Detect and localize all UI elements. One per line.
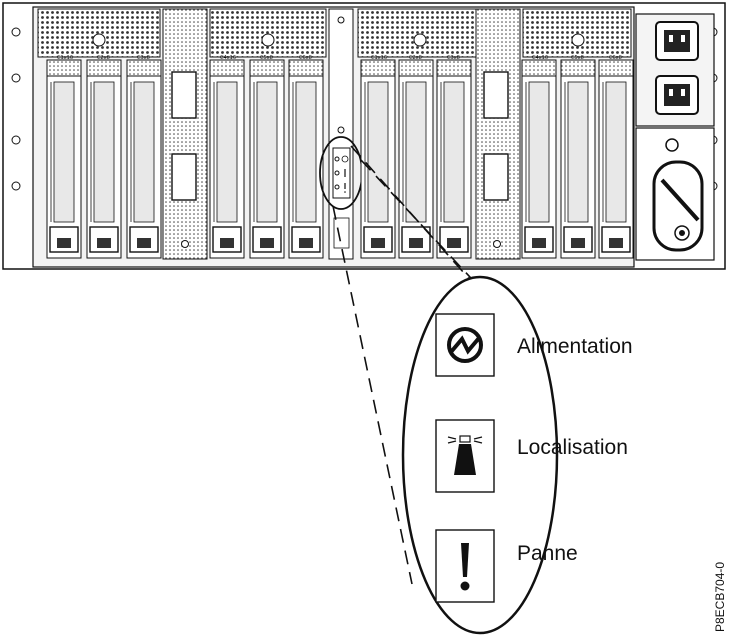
pcie-slot-label: C6x8	[299, 55, 312, 61]
pcie-slot-label: C2x8	[409, 55, 422, 61]
pcie-slot[interactable]: C2x8	[86, 55, 122, 259]
indicator-label-locate: Localisation	[517, 436, 628, 459]
right-io-module: C1x16 C2x8 C3x8 C4x16 C5x8 C6x8	[357, 8, 634, 260]
pcie-slot-label: C1x16	[57, 55, 73, 61]
indicator-label-power: Alimentation	[517, 335, 633, 358]
figure-id: P8ECB704-0	[713, 562, 727, 632]
io-port	[483, 153, 509, 201]
io-port	[483, 71, 509, 119]
led-detail: Alimentation Localisation Panne	[401, 275, 633, 635]
pcie-slot-header	[398, 59, 434, 77]
psu-handle	[652, 160, 704, 252]
pcie-slot[interactable]: C4x16	[209, 55, 245, 259]
mount-hole	[11, 135, 21, 145]
pcie-card-bay	[53, 81, 75, 223]
pcie-slot-header	[521, 59, 557, 77]
pcie-slot[interactable]: C6x8	[288, 55, 324, 259]
pcie-slot-label: C1x16	[371, 55, 387, 61]
pcie-slot-label: C5x8	[260, 55, 273, 61]
pcie-slot-header	[86, 59, 122, 77]
pcie-card-bay	[256, 81, 278, 223]
pcie-slot-label: C3x8	[137, 55, 150, 61]
pcie-slot-header	[46, 59, 82, 77]
pcie-slot-label: C5x8	[571, 55, 584, 61]
indicator-fault: Panne	[435, 529, 578, 603]
pcie-slot[interactable]: C2x8	[398, 55, 434, 259]
io-port	[171, 153, 197, 201]
fan-hub	[92, 33, 106, 47]
fault-exclamation-icon	[460, 543, 470, 591]
pcie-card-bay	[216, 81, 238, 223]
pcie-card-bay	[295, 81, 317, 223]
pcie-slot-header	[598, 59, 634, 77]
mount-hole	[11, 27, 21, 37]
pcie-card-bay	[605, 81, 627, 223]
pcie-slot[interactable]: C5x8	[249, 55, 285, 259]
indicator-label-fault: Panne	[517, 542, 578, 565]
io-port	[171, 71, 197, 119]
indicator-power: Alimentation	[435, 313, 633, 377]
pcie-slot-label: C2x8	[97, 55, 110, 61]
fan-hub	[571, 33, 585, 47]
mount-hole	[11, 73, 21, 83]
left-io-module: C1x16 C2x8 C3x8 C4x16 C5x8 C6x8	[37, 8, 327, 260]
pcie-slot[interactable]: C1x16	[46, 55, 82, 259]
fan-hub	[413, 33, 427, 47]
pcie-card-bay	[528, 81, 550, 223]
pcie-slot[interactable]: C3x8	[436, 55, 472, 259]
pcie-card-bay	[567, 81, 589, 223]
power-on-icon	[447, 327, 483, 363]
pcie-card-bay	[443, 81, 465, 223]
pcie-slot[interactable]: C4x16	[521, 55, 557, 259]
pcie-slot[interactable]: C6x8	[598, 55, 634, 259]
pcie-card-bay	[405, 81, 427, 223]
callout-lines	[332, 145, 483, 585]
pcie-slot-label: C3x8	[447, 55, 460, 61]
pcie-slot-header	[249, 59, 285, 77]
pcie-slot-header	[436, 59, 472, 77]
pcie-card-bay	[367, 81, 389, 223]
mount-hole	[11, 181, 21, 191]
locate-beacon-icon	[447, 435, 483, 475]
pcie-slot[interactable]: C1x16	[360, 55, 396, 259]
indicator-locate: Localisation	[435, 419, 628, 493]
fan-hub	[261, 33, 275, 47]
pcie-slot-header	[126, 59, 162, 77]
pcie-slot-label: C6x8	[609, 55, 622, 61]
pcie-slot-header	[360, 59, 396, 77]
pcie-slot[interactable]: C5x8	[560, 55, 596, 259]
pcie-slot[interactable]: C3x8	[126, 55, 162, 259]
pcie-slot-header	[560, 59, 596, 77]
pcie-card-bay	[133, 81, 155, 223]
pcie-slot-label: C4x16	[220, 55, 236, 61]
pcie-slot-header	[209, 59, 245, 77]
pcie-slot-label: C4x16	[532, 55, 548, 61]
pcie-slot-header	[288, 59, 324, 77]
pcie-card-bay	[93, 81, 115, 223]
power-supply-area	[635, 13, 715, 261]
center-led-column	[319, 8, 363, 260]
